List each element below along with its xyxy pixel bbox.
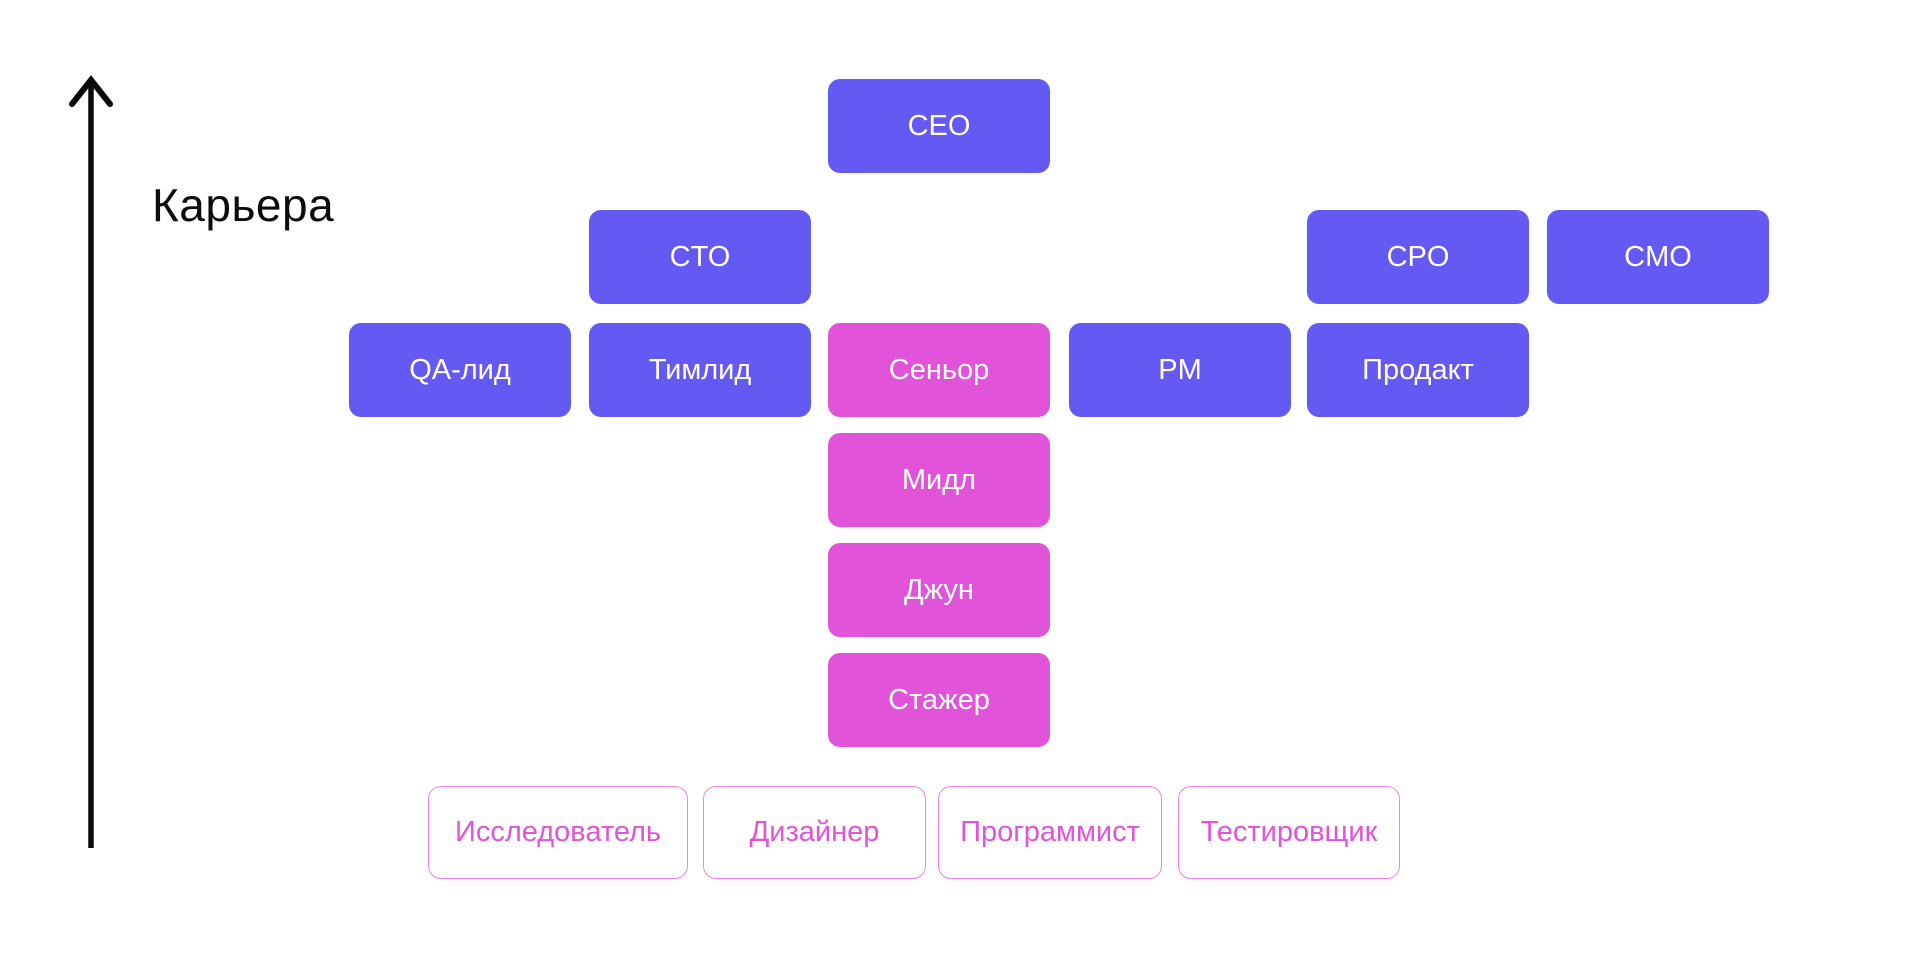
- role-box-cmo: CMO: [1547, 210, 1769, 304]
- role-box-cpo: CPO: [1307, 210, 1529, 304]
- role-box-product: Продакт: [1307, 323, 1529, 417]
- role-box-ceo: CEO: [828, 79, 1050, 173]
- role-box-designer: Дизайнер: [703, 786, 926, 879]
- role-box-middle: Мидл: [828, 433, 1050, 527]
- career-axis-label: Карьера: [152, 179, 335, 231]
- role-box-senior: Сеньор: [828, 323, 1050, 417]
- up-arrow-icon: [69, 75, 113, 848]
- role-box-team-lead: Тимлид: [589, 323, 811, 417]
- role-box-tester: Тестировщик: [1178, 786, 1400, 879]
- role-box-pm: PM: [1069, 323, 1291, 417]
- role-box-junior: Джун: [828, 543, 1050, 637]
- role-box-researcher: Исследователь: [428, 786, 688, 879]
- role-box-qa-lead: QA-лид: [349, 323, 571, 417]
- role-box-programmer: Программист: [938, 786, 1162, 879]
- role-box-cto: CTO: [589, 210, 811, 304]
- role-box-intern: Стажер: [828, 653, 1050, 747]
